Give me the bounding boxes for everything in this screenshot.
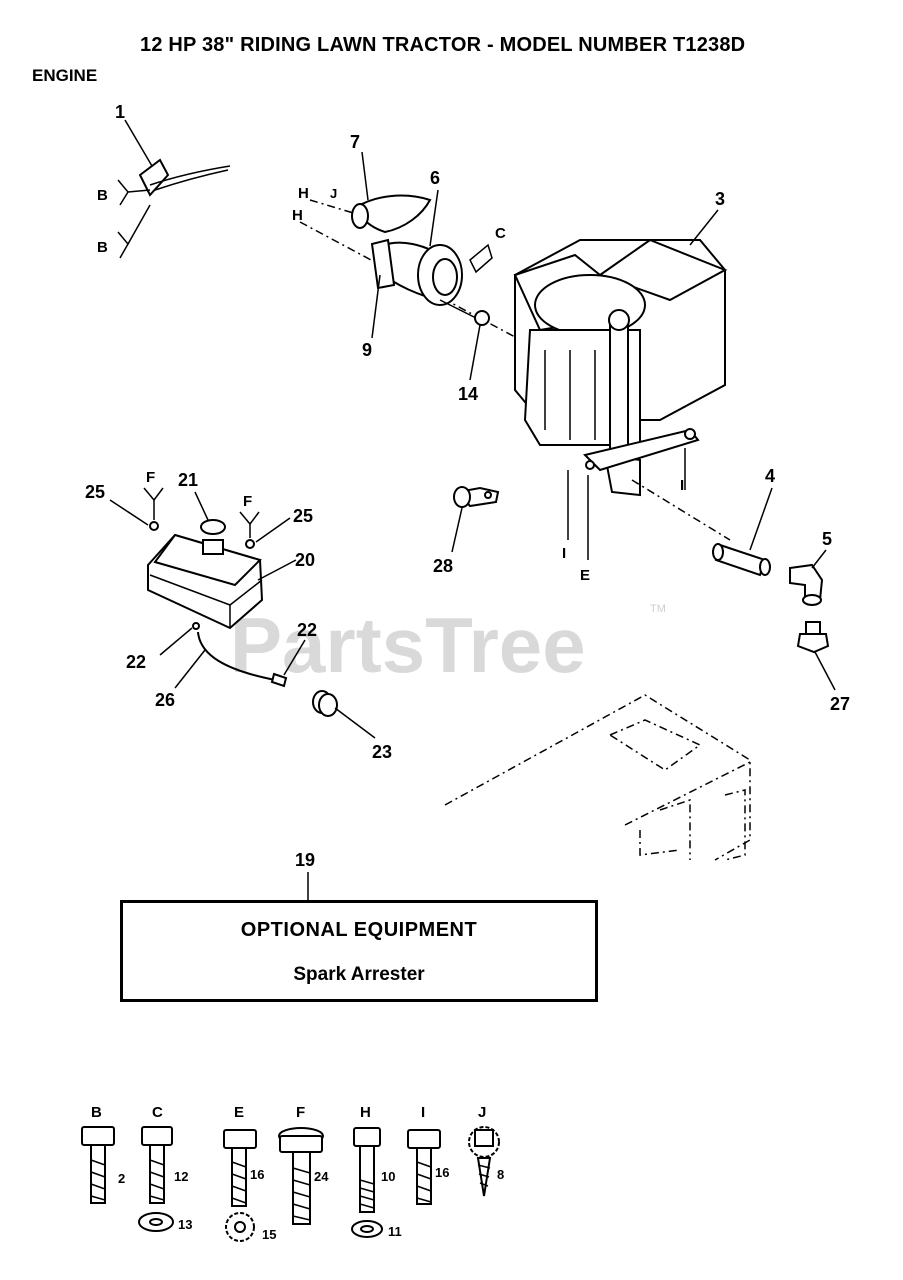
hw-letter-e: E xyxy=(234,1104,244,1121)
part-26-fuel-line xyxy=(192,622,288,688)
hardware-h xyxy=(351,1127,383,1238)
hardware-i xyxy=(407,1129,441,1205)
optional-equipment-item: Spark Arrester xyxy=(293,964,425,985)
part-20-fuel-tank xyxy=(147,533,264,630)
callout-28: 28 xyxy=(433,556,453,576)
letter-h-1: H xyxy=(298,185,309,202)
callout-19: 19 xyxy=(295,850,315,870)
letter-e: E xyxy=(580,567,590,584)
part-7-hose-clamp xyxy=(351,194,432,234)
callout-25-left: 25 xyxy=(85,482,105,502)
watermark-tm: TM xyxy=(650,603,666,615)
callout-25-right: 25 xyxy=(293,506,313,526)
hw-letter-h: H xyxy=(360,1104,371,1121)
section-label: ENGINE xyxy=(32,66,98,85)
hw-num-f: 24 xyxy=(314,1169,329,1184)
letter-i-2: I xyxy=(562,545,566,562)
callout-6: 6 xyxy=(430,168,440,188)
callout-5: 5 xyxy=(822,529,832,549)
callout-14: 14 xyxy=(458,384,478,404)
hardware-j xyxy=(468,1126,500,1197)
hardware-b xyxy=(81,1126,115,1204)
part-27-drain-cap xyxy=(796,621,830,654)
callout-22-left: 22 xyxy=(126,652,146,672)
letter-b-2: B xyxy=(97,239,108,256)
letter-i-1: I xyxy=(680,477,684,494)
callout-23: 23 xyxy=(372,742,392,762)
hw-num-i: 16 xyxy=(435,1165,449,1180)
letter-f-2: F xyxy=(243,493,252,510)
callout-3: 3 xyxy=(715,189,725,209)
hw-letter-c: C xyxy=(152,1104,163,1121)
callout-27: 27 xyxy=(830,694,850,714)
optional-equipment-title: OPTIONAL EQUIPMENT xyxy=(240,919,478,941)
part-21-fuel-cap xyxy=(200,519,226,555)
callout-20: 20 xyxy=(295,550,315,570)
letter-j: J xyxy=(330,186,337,201)
hw-washer-h: 11 xyxy=(388,1224,402,1239)
optional-equipment-box: OPTIONAL EQUIPMENT Spark Arrester xyxy=(120,900,598,1002)
callout-9: 9 xyxy=(362,340,372,360)
callout-7: 7 xyxy=(350,132,360,152)
page-title: 12 HP 38" RIDING LAWN TRACTOR - MODEL NU… xyxy=(140,34,746,56)
hw-letter-i: I xyxy=(421,1104,425,1121)
callout-21: 21 xyxy=(178,470,198,490)
part-23-filter xyxy=(312,690,338,717)
part-28-clip xyxy=(453,486,500,508)
letter-h-2: H xyxy=(292,207,303,224)
hw-letter-b: B xyxy=(91,1104,102,1121)
hw-letter-j: J xyxy=(478,1104,486,1121)
letter-f-1: F xyxy=(146,469,155,486)
fastener-f-2 xyxy=(239,511,260,549)
part-1-throttle-bracket xyxy=(117,119,231,259)
part-3-engine xyxy=(513,238,731,541)
part-5-elbow xyxy=(789,563,824,606)
hw-letter-f: F xyxy=(296,1104,305,1121)
hw-num-e: 16 xyxy=(250,1167,264,1182)
callout-22-right: 22 xyxy=(297,620,317,640)
hardware-f xyxy=(278,1127,324,1225)
hw-num-b: 2 xyxy=(118,1171,125,1186)
letter-b-1: B xyxy=(97,187,108,204)
callout-1: 1 xyxy=(115,102,125,122)
letter-c: C xyxy=(495,225,506,242)
hardware-e xyxy=(223,1129,257,1242)
tractor-frame xyxy=(444,694,751,861)
part-4-oil-drain-pipe xyxy=(712,543,771,577)
callout-4: 4 xyxy=(765,466,775,486)
watermark: PartsTree xyxy=(230,601,586,689)
hw-num-h: 10 xyxy=(381,1169,395,1184)
hw-num-c: 12 xyxy=(174,1169,188,1184)
hw-washer-e: 15 xyxy=(262,1227,276,1242)
fastener-f-1 xyxy=(143,487,164,531)
hw-washer-c: 13 xyxy=(178,1217,192,1232)
hardware-c xyxy=(138,1126,174,1232)
part-6-air-cleaner xyxy=(299,199,531,346)
callout-26: 26 xyxy=(155,690,175,710)
hw-num-j: 8 xyxy=(497,1167,504,1182)
